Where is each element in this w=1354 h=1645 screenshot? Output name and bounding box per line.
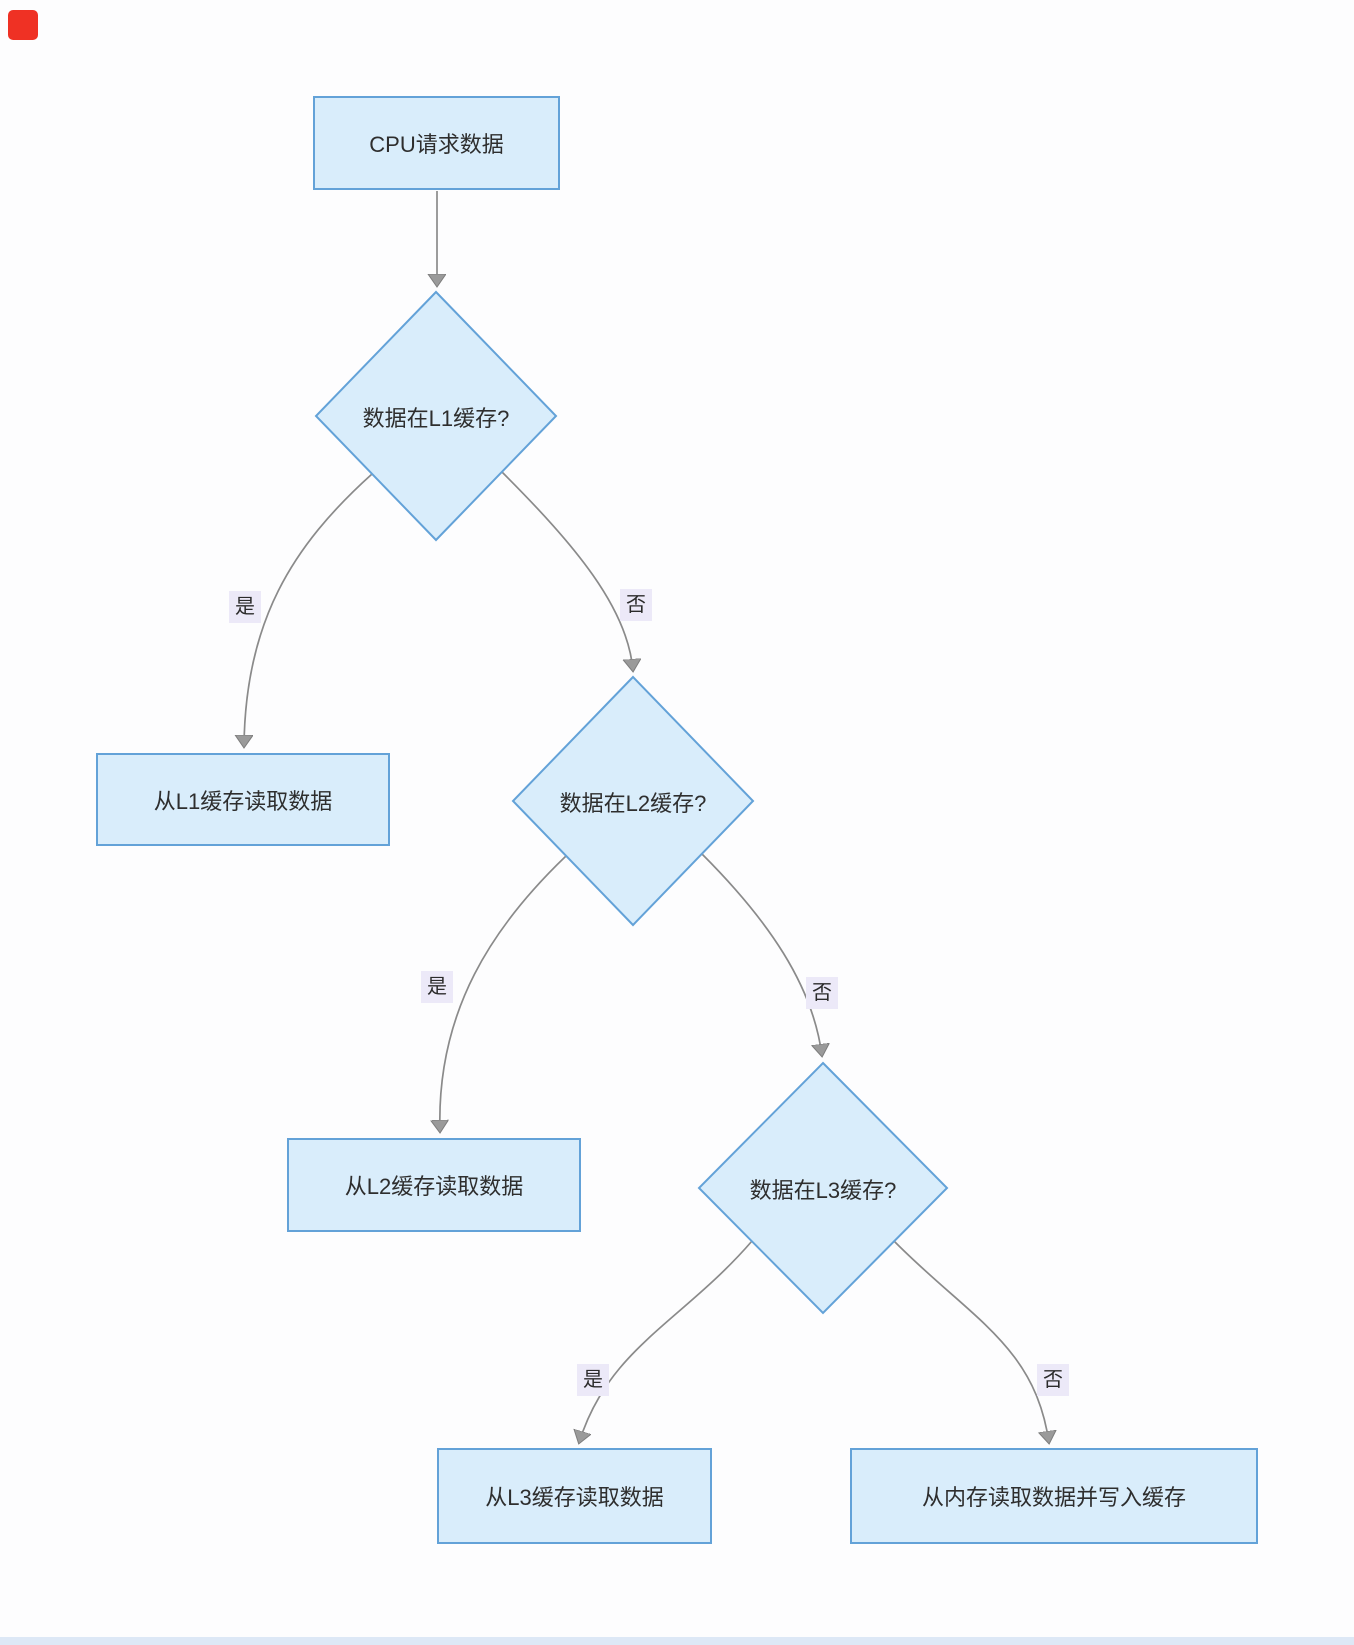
edge-label-yes-l1: 是: [229, 591, 261, 623]
node-l3-check-diamond: [697, 1061, 949, 1315]
node-l2-check-diamond: [511, 675, 755, 927]
edge-label-yes-l2: 是: [421, 971, 453, 1003]
edge-l2check-yes-to-l2read: [440, 855, 567, 1132]
recording-stop-button[interactable]: [8, 10, 38, 40]
node-read-memory: 从内存读取数据并写入缓存: [850, 1448, 1258, 1544]
node-l3-check-label: 数据在L3缓存?: [749, 1178, 897, 1203]
edge-l2check-no-to-l3check: [701, 853, 822, 1056]
edge-l3check-no-to-memread: [893, 1240, 1049, 1443]
node-cpu-request: CPU请求数据: [313, 96, 560, 190]
node-read-l3: 从L3缓存读取数据: [437, 1448, 712, 1544]
edge-l1check-no-to-l2check: [501, 471, 633, 671]
node-l1-check-label: 数据在L1缓存?: [362, 406, 510, 431]
edge-l3check-yes-to-l3read: [579, 1240, 753, 1443]
edge-label-no-l2: 否: [806, 977, 838, 1009]
edge-label-no-l1: 否: [620, 589, 652, 621]
node-read-l1: 从L1缓存读取数据: [96, 753, 390, 846]
edge-l1check-yes-to-l1read: [244, 473, 373, 747]
node-l2-check-label: 数据在L2缓存?: [559, 791, 707, 816]
bottom-scrollbar-track[interactable]: [0, 1637, 1354, 1645]
node-read-l2: 从L2缓存读取数据: [287, 1138, 581, 1232]
edge-label-yes-l3: 是: [577, 1364, 609, 1396]
edge-label-no-l3: 否: [1037, 1364, 1069, 1396]
node-l1-check-diamond: [314, 290, 558, 542]
